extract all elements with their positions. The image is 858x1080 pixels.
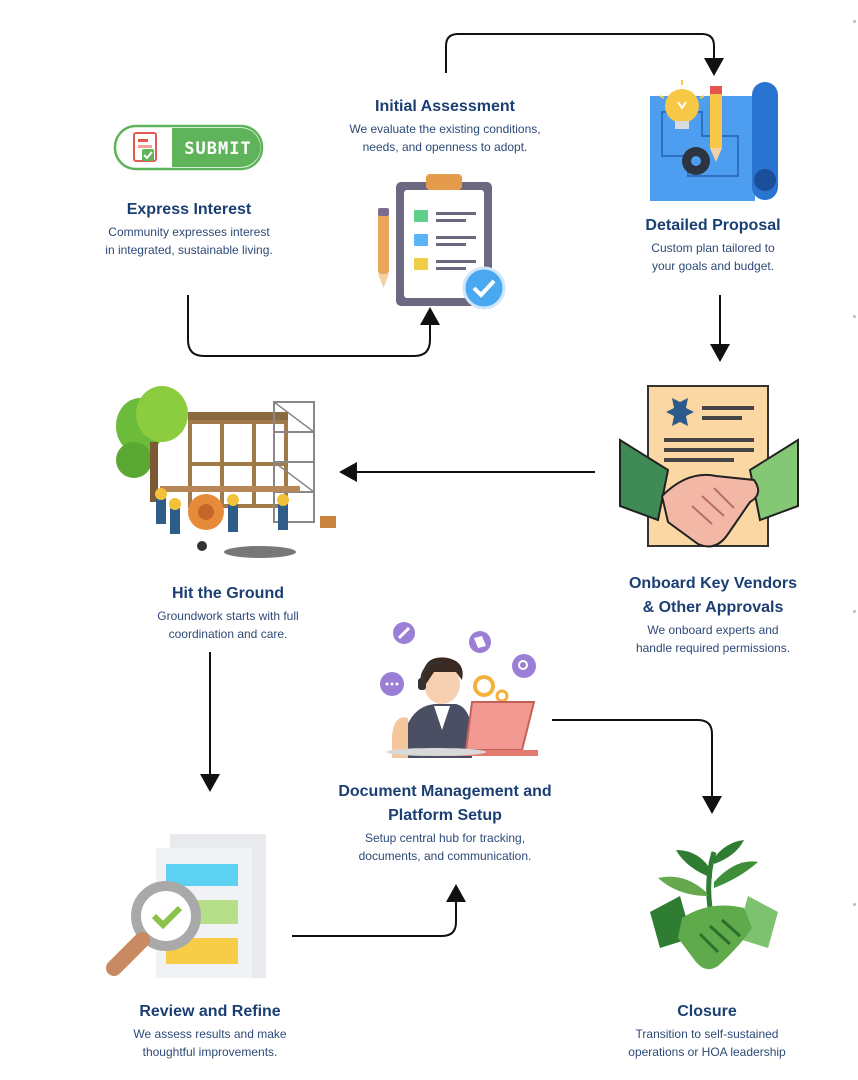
contract-handshake-icon	[619, 385, 799, 548]
step-title: Closure	[677, 1003, 737, 1020]
step-description: We assess results and make thoughtful im…	[133, 1027, 287, 1059]
arrow-review-to-docs	[292, 900, 457, 937]
construction-site-icon	[116, 386, 336, 558]
submit-form-icon: SUBMIT	[113, 124, 264, 171]
step-document-management: Document Management and Platform Setup S…	[315, 780, 575, 865]
step-description: Setup central hub for tracking, document…	[358, 831, 532, 863]
step-title: Document Management and Platform Setup	[338, 783, 552, 824]
step-title: Detailed Proposal	[645, 217, 781, 234]
step-description: We evaluate the existing conditions, nee…	[349, 122, 541, 154]
edge-mark	[853, 20, 856, 23]
step-description: Groundwork starts with full coordination…	[157, 609, 299, 641]
arrow-assessment-to-proposal	[445, 33, 715, 73]
clipboard-checklist-icon	[378, 174, 506, 310]
edge-mark	[853, 315, 856, 318]
arrow-docs-to-closure	[552, 719, 713, 798]
step-title: Review and Refine	[139, 1003, 281, 1020]
step-express-interest: Express Interest Community expresses int…	[89, 198, 289, 259]
step-hit-the-ground: Hit the Ground Groundwork starts with fu…	[118, 582, 338, 643]
step-onboard-vendors: Onboard Key Vendors & Other Approvals We…	[598, 572, 828, 657]
step-title: Onboard Key Vendors & Other Approvals	[628, 575, 798, 616]
step-review-refine: Review and Refine We assess results and …	[100, 1000, 320, 1061]
arrow-express-to-assessment	[187, 295, 431, 357]
step-detailed-proposal: Detailed Proposal Custom plan tailored t…	[613, 214, 813, 275]
step-description: We onboard experts and handle required p…	[635, 623, 791, 655]
blueprint-idea-icon	[650, 80, 778, 201]
step-initial-assessment: Initial Assessment We evaluate the exist…	[325, 95, 565, 156]
support-agent-computer-icon	[380, 622, 538, 758]
step-title: Hit the Ground	[172, 585, 284, 602]
step-description: Community expresses interest in integrat…	[105, 225, 273, 257]
submit-label: SUBMIT	[184, 139, 251, 159]
step-title: Express Interest	[126, 201, 252, 218]
magnifier-report-icon	[106, 834, 266, 978]
edge-mark	[853, 903, 856, 906]
step-closure: Closure Transition to self-sustained ope…	[597, 1000, 817, 1061]
edge-mark	[853, 610, 856, 613]
plant-handshake-icon	[650, 840, 778, 970]
step-description: Transition to self-sustained operations …	[628, 1027, 786, 1059]
step-title: Initial Assessment	[375, 98, 515, 115]
step-description: Custom plan tailored to your goals and b…	[651, 241, 775, 273]
